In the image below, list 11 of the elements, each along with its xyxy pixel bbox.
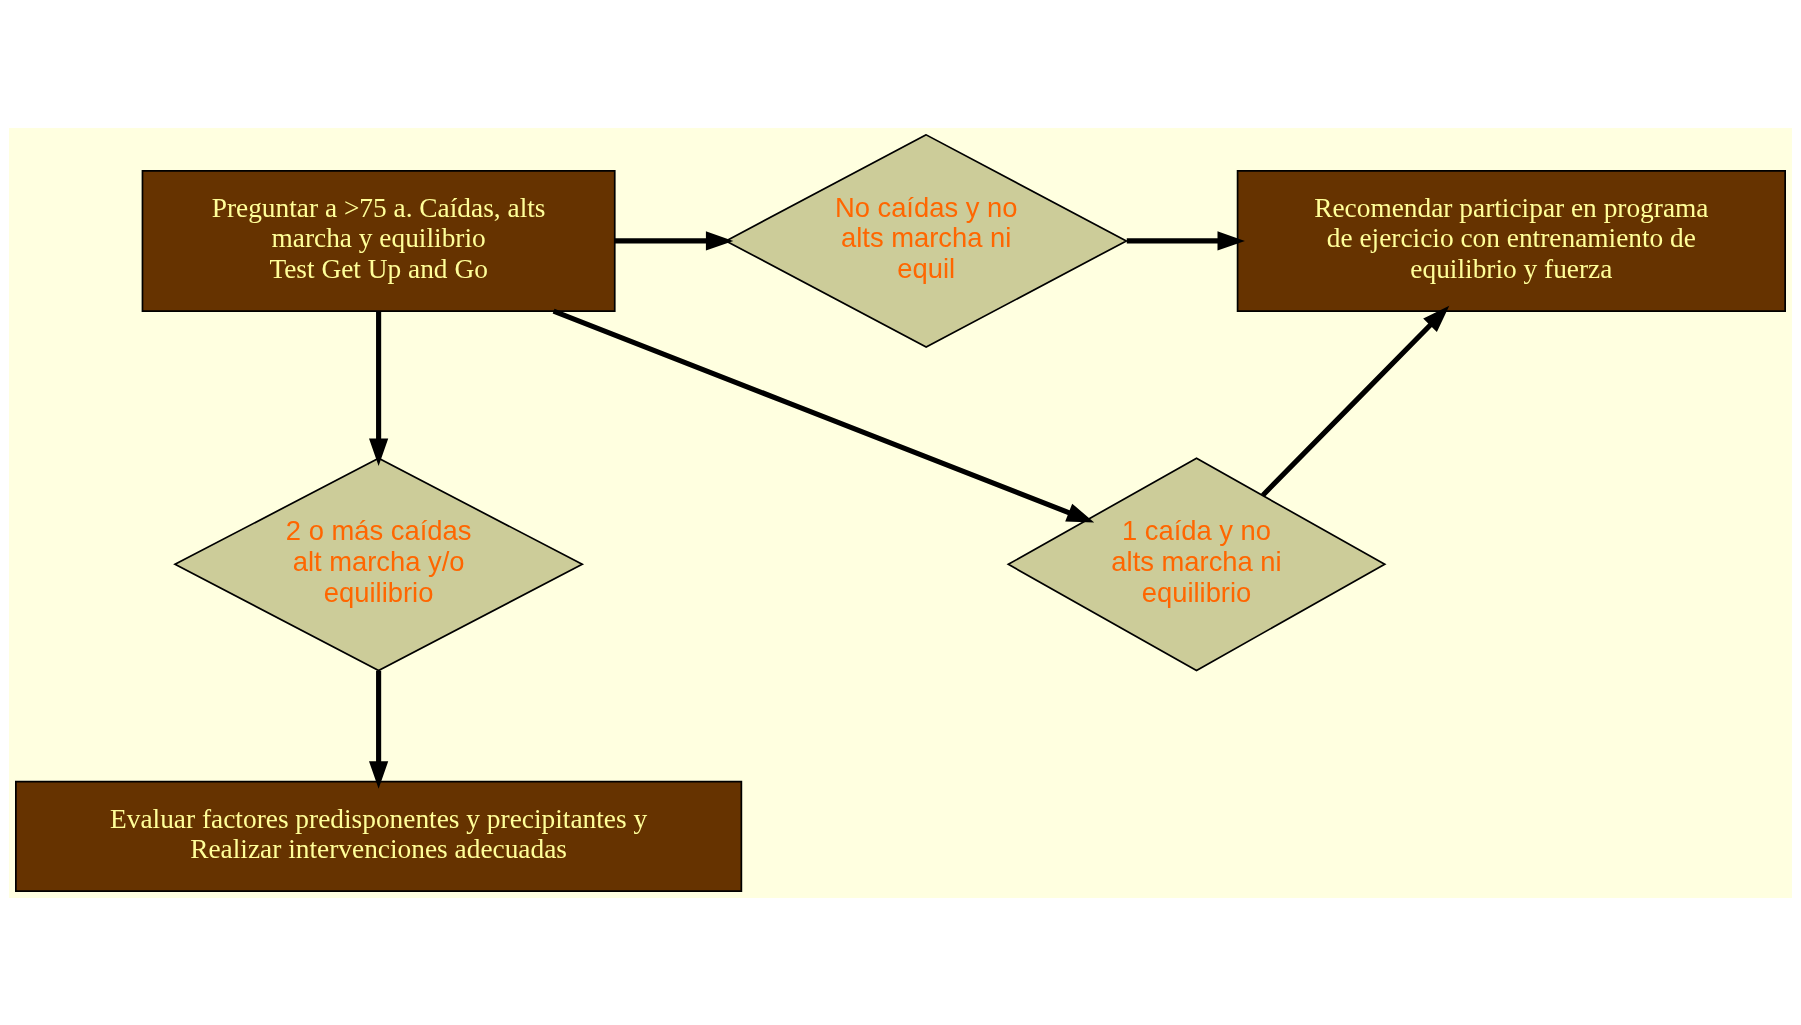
arrow xyxy=(1126,230,1245,251)
node-diamond: 1 caída y no alts marcha ni equilibrio xyxy=(1006,456,1387,671)
arrow xyxy=(1261,305,1450,497)
arrow xyxy=(369,670,389,789)
arrow xyxy=(552,308,1095,523)
arrow xyxy=(369,310,389,466)
node-diamond: 2 o más caídas alt marcha y/o equilibrio xyxy=(173,456,585,671)
arrow xyxy=(614,230,734,251)
node-box: Recomendar participar en programa de ejercicio con entrenamiento de equilibrio y fuerza xyxy=(1236,169,1786,312)
node-box: Preguntar a >75 a. Caídas, alts marcha y equilibrio Test Get Up and Go xyxy=(141,169,616,312)
node-box: Evaluar factores predisponentes y precipitantes y Realizar intervenciones adecuadas xyxy=(15,780,743,892)
